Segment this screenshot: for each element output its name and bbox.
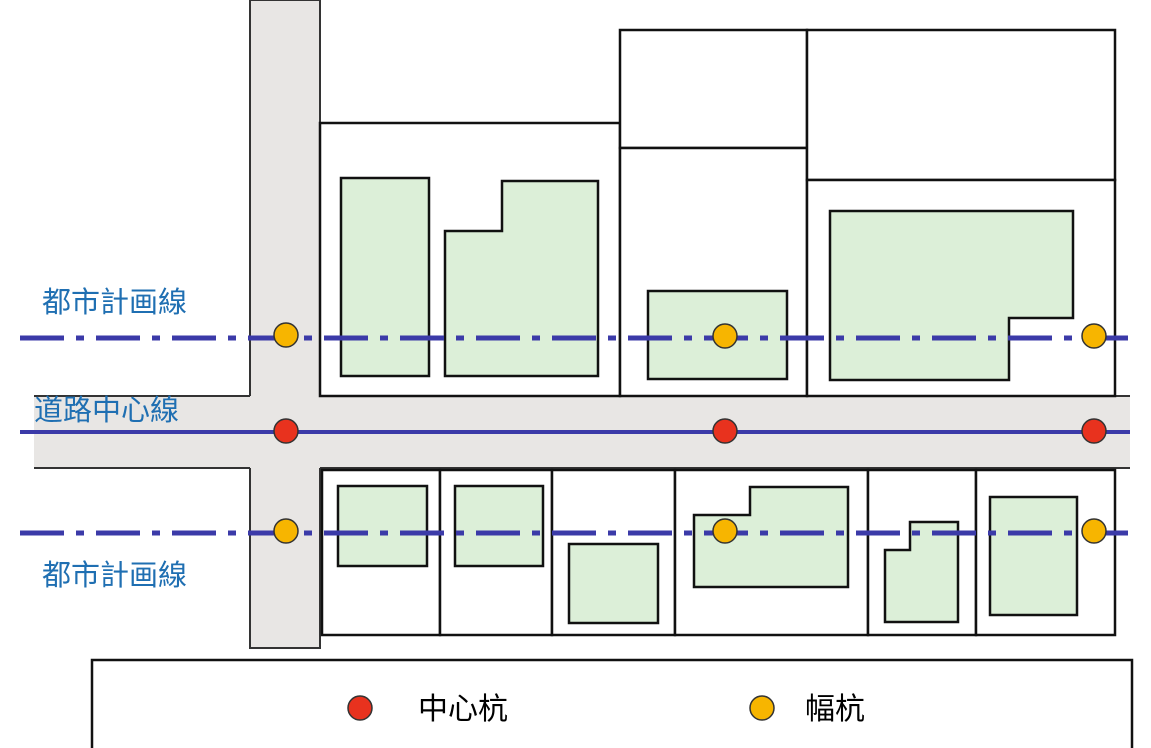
building-6: [453, 484, 545, 568]
building-5: [336, 484, 429, 568]
city-plan-line-top-label: 都市計画線: [42, 285, 187, 319]
building-2: [443, 179, 600, 378]
center-stake: [1081, 418, 1107, 444]
center-stake: [712, 418, 738, 444]
building-7: [567, 542, 660, 625]
city-plan-line-bottom-label: 都市計画線: [42, 558, 187, 592]
legend-box: [90, 658, 1134, 748]
legend-width-stake-icon: [749, 695, 775, 721]
building-1: [339, 176, 431, 378]
planning-lines: [20, 335, 1138, 536]
parcel-top-right-upper: [805, 28, 1117, 182]
legend-center-stake-icon: [347, 695, 373, 721]
building-10: [988, 495, 1079, 617]
stakes: [273, 322, 1107, 544]
width-stake: [1081, 323, 1107, 349]
building-9: [883, 520, 960, 624]
width-stake: [273, 518, 299, 544]
legend-width-stake-label: 幅杭: [805, 692, 865, 727]
width-stake: [712, 323, 738, 349]
legend-center-stake-label: 中心杭: [418, 692, 508, 727]
road-center-line-label: 道路中心線: [34, 393, 179, 427]
parcel-top-middle-upper: [618, 28, 809, 150]
width-stake: [1081, 518, 1107, 544]
center-stake: [273, 418, 299, 444]
width-stake: [712, 518, 738, 544]
width-stake: [273, 322, 299, 348]
legend: 中心杭 幅杭: [90, 658, 1134, 748]
building-8: [692, 485, 850, 589]
